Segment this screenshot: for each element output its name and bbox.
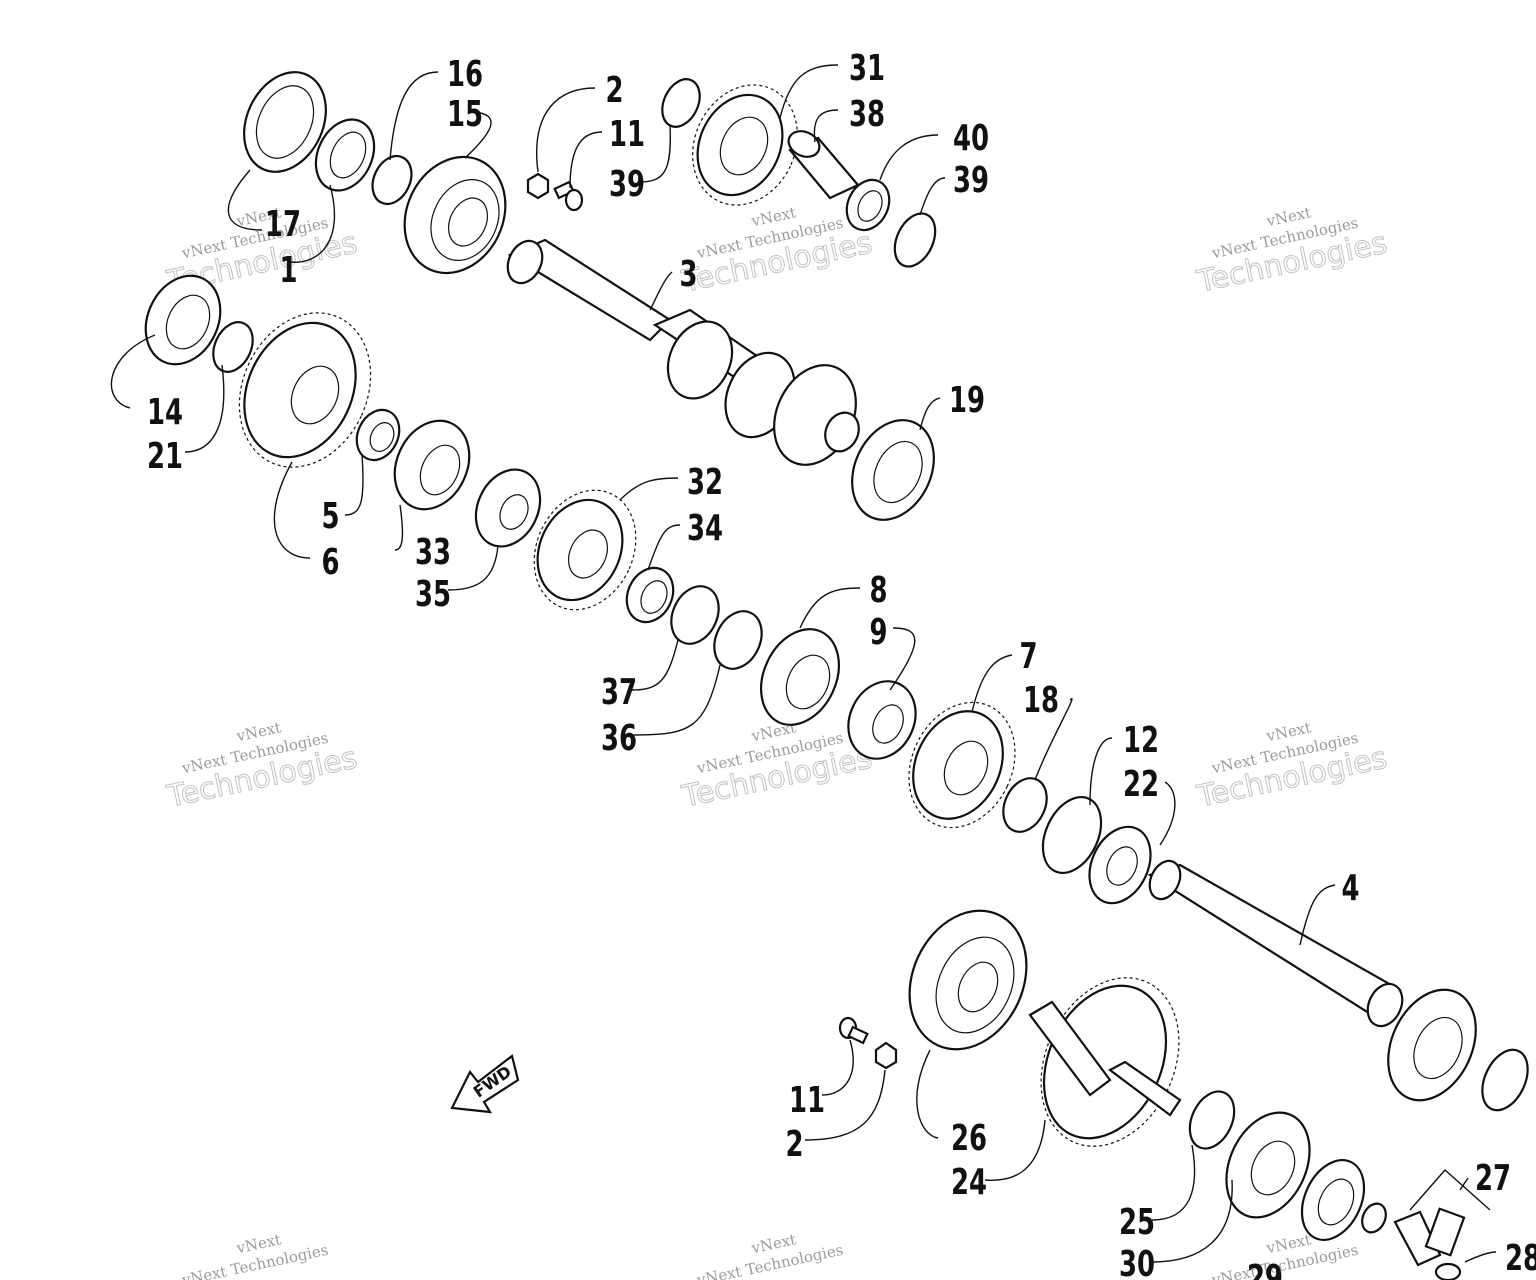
bolt: [1434, 1262, 1462, 1280]
oil-seal: [243, 71, 327, 173]
callout-labels: 17 1 16 15 2 11 39 31 38 40 39 3 14 21 1…: [147, 48, 1536, 1280]
gasket: [1041, 796, 1103, 874]
counter-shaft: [1147, 859, 1404, 1028]
callout-1: 1: [280, 250, 298, 291]
callout-11: 11: [609, 114, 645, 155]
gear-7: [908, 701, 1016, 829]
thrust-washer: [1088, 825, 1152, 905]
screw: [553, 180, 584, 212]
gear-35: [474, 468, 542, 548]
leader-lines: [110, 64, 1497, 1263]
callout-40: 40: [953, 118, 989, 159]
shift-dog: [393, 419, 471, 511]
bushing: [355, 408, 401, 462]
gear-31: [692, 84, 798, 206]
ball-bearing: [403, 155, 507, 275]
o-ring: [371, 154, 413, 206]
collar: [1481, 1048, 1529, 1112]
callout-9: 9: [870, 612, 888, 653]
callout-15: 15: [447, 94, 483, 135]
callout-27: 27: [1475, 1158, 1511, 1199]
o-ring: [1361, 1202, 1387, 1234]
callout-14: 14: [147, 392, 183, 433]
callout-39: 39: [609, 164, 645, 205]
washer: [1188, 1090, 1236, 1150]
callout-29: 29: [1247, 1258, 1283, 1280]
callout-8: 8: [870, 570, 888, 611]
callout-28: 28: [1505, 1238, 1536, 1279]
callout-11b: 11: [789, 1080, 825, 1121]
callout-35: 35: [415, 574, 451, 615]
callout-26: 26: [951, 1118, 987, 1159]
fwd-arrow: FWD: [450, 1054, 520, 1114]
bushing: [1002, 777, 1048, 833]
toothed-washer: [670, 585, 720, 645]
callout-34: 34: [687, 508, 723, 549]
needle-bearing: [845, 178, 891, 232]
callout-36: 36: [601, 718, 637, 759]
ball-bearing: [908, 909, 1028, 1051]
main-shaft: [506, 238, 860, 466]
callout-6: 6: [322, 542, 340, 583]
callout-3: 3: [680, 254, 698, 295]
shift-dog: [760, 628, 840, 726]
callout-38: 38: [849, 94, 885, 135]
callout-37: 37: [601, 672, 637, 713]
callout-19: 19: [949, 380, 985, 421]
callout-18: 18: [1023, 680, 1059, 721]
lock-washer: [874, 1041, 898, 1070]
speed-sensor: [1393, 1207, 1466, 1267]
sleeve: [787, 130, 860, 200]
gear-32: [533, 489, 637, 611]
callout-31: 31: [849, 48, 885, 89]
ball-bearing: [1387, 988, 1477, 1102]
callout-33: 33: [415, 532, 451, 573]
collar: [314, 118, 376, 192]
bushing: [625, 566, 675, 624]
lock-washer: [526, 172, 550, 200]
callout-22: 22: [1123, 764, 1159, 805]
ball-bearing: [1225, 1111, 1311, 1219]
ball-bearing: [144, 274, 222, 366]
oil-seal: [1300, 1159, 1366, 1241]
screw: [838, 1016, 869, 1045]
thrust-washer: [893, 212, 937, 268]
gear-6: [238, 312, 372, 468]
toothed-washer: [713, 610, 763, 670]
callout-39b: 39: [953, 160, 989, 201]
parts-upper-group: [144, 71, 1152, 905]
callout-16: 16: [447, 54, 483, 95]
callout-12: 12: [1123, 720, 1159, 761]
callout-24: 24: [951, 1162, 987, 1203]
callout-32: 32: [687, 462, 723, 503]
callout-4: 4: [1342, 868, 1360, 909]
callout-2b: 2: [786, 1124, 804, 1165]
callout-7: 7: [1020, 636, 1038, 677]
gear-9: [847, 680, 917, 760]
callout-17: 17: [265, 204, 301, 245]
ball-bearing: [851, 419, 935, 521]
parts-lower-group: FWD: [450, 859, 1529, 1280]
callout-5: 5: [322, 496, 340, 537]
callout-25: 25: [1119, 1202, 1155, 1243]
callout-21: 21: [147, 436, 183, 477]
callout-30: 30: [1119, 1244, 1155, 1280]
callout-2: 2: [606, 70, 624, 111]
gear-24: [1028, 977, 1182, 1147]
